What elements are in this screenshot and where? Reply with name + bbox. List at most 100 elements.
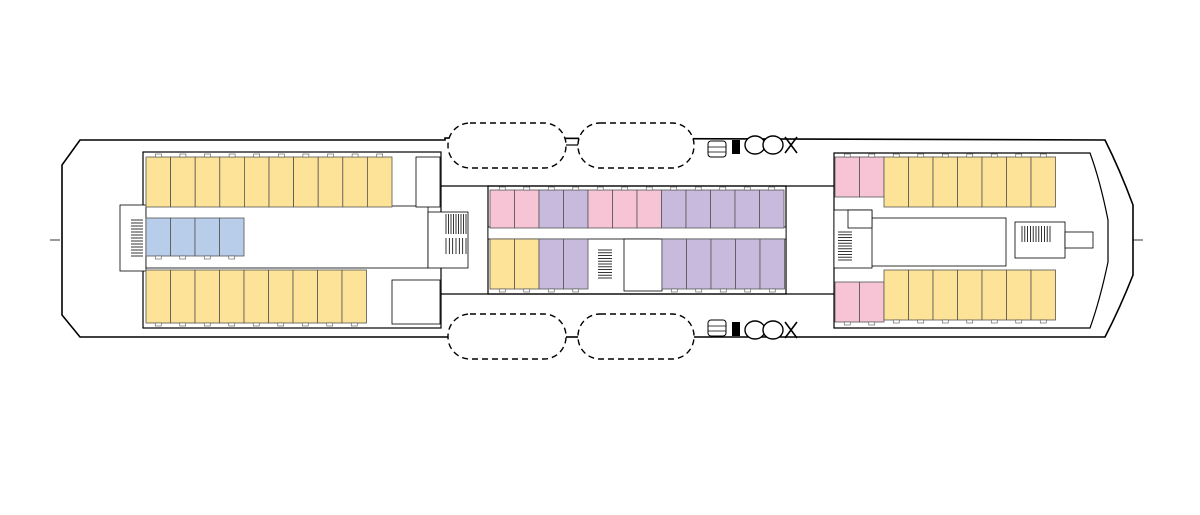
cabin-premium-32[interactable] (685, 189, 711, 229)
lifeboat-bottom-2[interactable] (577, 313, 695, 360)
cabin-premium-26[interactable] (538, 189, 564, 229)
cabin-door-marker (868, 153, 876, 158)
cabin-standard-2[interactable] (170, 156, 196, 208)
cabin-premium-41[interactable] (686, 238, 712, 290)
midship-service-room (623, 238, 663, 292)
cabin-deluxe-25[interactable] (514, 189, 540, 229)
cabin-standard-17[interactable] (194, 269, 220, 324)
cabin-deluxe-54[interactable] (834, 281, 860, 323)
stairs (131, 214, 1051, 279)
midship-section (441, 185, 834, 295)
cabin-accessible-12[interactable] (170, 217, 196, 257)
cabin-standard-3[interactable] (194, 156, 221, 208)
cabin-door-marker (1039, 319, 1047, 324)
cabin-deluxe-24[interactable] (489, 189, 515, 229)
cabin-door-marker (350, 322, 358, 327)
cabin-door-marker (277, 322, 285, 327)
cabin-premium-38[interactable] (538, 238, 564, 290)
cabin-deluxe-28[interactable] (587, 189, 613, 229)
cabin-standard-9[interactable] (342, 156, 368, 208)
cabin-premium-34[interactable] (734, 189, 760, 229)
cabin-standard-60[interactable] (981, 269, 1007, 321)
cabin-door-marker (228, 255, 236, 260)
stair-icon (131, 219, 143, 257)
cabin-accessible-14[interactable] (219, 217, 245, 257)
cabin-accessible-13[interactable] (194, 217, 220, 257)
lifeboat-bottom-1[interactable] (447, 313, 567, 360)
cabin-standard-8[interactable] (317, 156, 344, 208)
cabin-premium-42[interactable] (710, 238, 736, 290)
midship-block (487, 185, 787, 295)
lifebuoy-icon (744, 135, 766, 155)
cabin-standard-10[interactable] (366, 156, 393, 208)
deck-equipment-top (707, 135, 798, 158)
cabin-standard-36[interactable] (489, 238, 515, 290)
cabin-standard-58[interactable] (932, 269, 958, 321)
cabin-accessible-11[interactable] (145, 217, 171, 257)
cabin-door-marker (868, 321, 876, 326)
forward-pantry (847, 209, 873, 229)
cabin-premium-27[interactable] (563, 189, 589, 229)
cabin-standard-15[interactable] (145, 269, 171, 324)
cabin-standard-18[interactable] (219, 269, 245, 324)
cabin-premium-39[interactable] (563, 238, 589, 290)
cabin-standard-56[interactable] (883, 269, 909, 321)
cabin-deluxe-29[interactable] (612, 189, 638, 229)
cabin-standard-52[interactable] (1006, 156, 1032, 208)
cabin-standard-6[interactable] (268, 156, 295, 208)
cabin-door-marker (376, 153, 384, 158)
cabin-standard-22[interactable] (317, 269, 343, 324)
cabin-standard-23[interactable] (341, 269, 367, 324)
cabin-premium-35[interactable] (759, 189, 785, 229)
cabin-standard-50[interactable] (957, 156, 983, 208)
cabin-deluxe-55[interactable] (859, 281, 885, 323)
bollard-icon (732, 140, 740, 154)
cabin-standard-1[interactable] (145, 156, 172, 208)
cabin-door-marker (498, 288, 506, 293)
cabin-standard-51[interactable] (981, 156, 1007, 208)
cabin-standard-49[interactable] (932, 156, 958, 208)
cabin-deluxe-45[interactable] (834, 156, 860, 198)
cabin-standard-5[interactable] (243, 156, 270, 208)
lifeboat-top-2[interactable] (577, 122, 695, 169)
cabin-premium-40[interactable] (661, 238, 687, 290)
cabin-standard-21[interactable] (292, 269, 318, 324)
cabin-deluxe-46[interactable] (859, 156, 885, 198)
cabin-door-marker (744, 288, 752, 293)
cabin-standard-57[interactable] (908, 269, 934, 321)
cabin-standard-48[interactable] (908, 156, 934, 208)
cabin-door-marker (743, 186, 751, 191)
cabin-deluxe-30[interactable] (636, 189, 662, 229)
cabin-door-marker (572, 288, 580, 293)
cabin-standard-4[interactable] (219, 156, 245, 208)
stair-icon (598, 249, 612, 279)
midship-corridor (487, 226, 787, 240)
cabin-premium-44[interactable] (759, 238, 785, 290)
cabin-door-marker (228, 322, 236, 327)
cabin-standard-37[interactable] (514, 238, 540, 290)
cabin-door-marker (179, 153, 187, 158)
cabin-standard-47[interactable] (883, 156, 909, 208)
forward-bow-passage (1064, 231, 1094, 249)
cabin-door-marker (252, 322, 260, 327)
cabin-premium-43[interactable] (735, 238, 761, 290)
cabins (145, 153, 1056, 327)
cabin-premium-31[interactable] (661, 189, 687, 229)
stair-icon (445, 238, 467, 254)
stair-icon (838, 231, 852, 261)
cabin-standard-16[interactable] (170, 269, 196, 324)
cabin-door-marker (645, 186, 653, 191)
forward-block (833, 152, 1109, 329)
cabin-door-marker (621, 186, 629, 191)
cabin-standard-61[interactable] (1006, 269, 1032, 321)
cabin-premium-33[interactable] (710, 189, 736, 229)
cabin-standard-59[interactable] (957, 269, 983, 321)
cabin-standard-53[interactable] (1030, 156, 1056, 208)
cabin-standard-19[interactable] (243, 269, 269, 324)
lifeboat-top-1[interactable] (447, 122, 567, 169)
cabin-standard-62[interactable] (1030, 269, 1056, 321)
cabin-standard-7[interactable] (293, 156, 319, 208)
cabin-standard-20[interactable] (268, 269, 294, 324)
cabin-door-marker (154, 255, 162, 260)
